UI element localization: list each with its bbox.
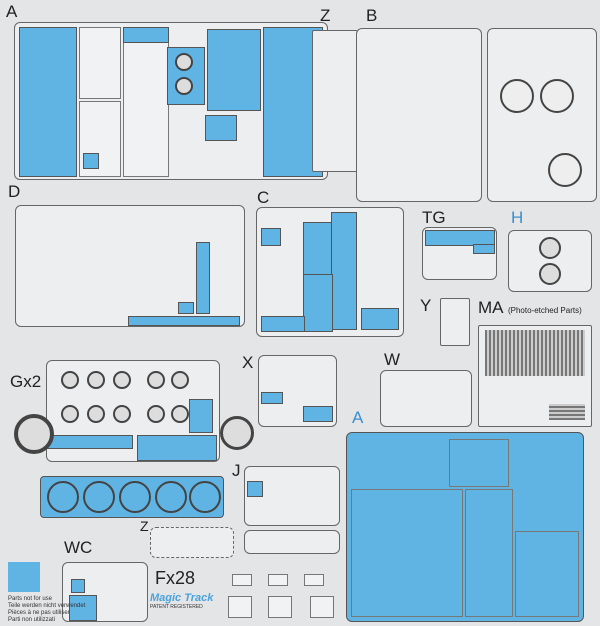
sprue-label-z-top: Z: [320, 6, 331, 25]
sprue-label-z-bottom: Z: [140, 518, 149, 534]
sprue-a: [14, 22, 328, 180]
sprue-x: [258, 355, 337, 427]
sprue-b: [356, 28, 482, 202]
sprue-label-h: H: [511, 208, 524, 227]
road-wheel-right: [220, 416, 254, 450]
sprue-label-a: A: [6, 2, 18, 21]
legend-text: Parts not for use Teile werden nicht ver…: [8, 596, 85, 624]
sprue-w: [380, 370, 472, 427]
sprue-c: [256, 207, 404, 337]
magic-track-logo: Magic Track PATENT REGISTERED: [150, 592, 213, 610]
sprue-wc: [62, 562, 148, 622]
legend-line: Pièces à ne pas utiliser: [8, 610, 70, 616]
legend-swatch: [8, 562, 40, 592]
sprue-label-b: B: [366, 6, 378, 25]
sprue-label-tg: TG: [422, 208, 446, 227]
sprue-a-blue: [346, 432, 584, 622]
sprue-label-c: C: [257, 188, 270, 207]
sprue-d: [15, 205, 245, 327]
sprue-label-x: X: [242, 353, 254, 372]
sprue-h: [508, 230, 592, 292]
sprue-label-y: Y: [420, 296, 432, 315]
sprue-label-ma: MA (Photo-etched Parts): [478, 298, 582, 318]
wheel-strip: [40, 476, 224, 518]
sprue-label-d: D: [8, 182, 21, 201]
sprue-label-a-blue: A: [352, 408, 364, 427]
sprue-g: [46, 360, 220, 462]
logo-sub: PATENT REGISTERED: [150, 604, 203, 610]
ma-note: (Photo-etched Parts): [507, 306, 582, 315]
sprue-z-top: [312, 30, 358, 172]
legend-line: Parts not for use: [8, 596, 53, 602]
sprue-b2: [487, 28, 597, 202]
ma-title: MA: [478, 298, 504, 317]
sprue-j: [244, 466, 340, 526]
logo-name: Magic Track: [150, 592, 214, 604]
legend-line: Teile werden nicht verwendet: [8, 603, 86, 609]
sprue-j2: [244, 530, 340, 554]
legend-line: Parti non utilizzati: [8, 617, 56, 623]
sprue-label-gx2: Gx2: [10, 372, 42, 391]
sprue-z-bottom: [150, 527, 234, 558]
sprue-y: [440, 298, 470, 346]
road-wheel-left: [14, 414, 54, 454]
sprue-label-j: J: [232, 461, 241, 480]
sprue-tg: [422, 227, 497, 280]
sprue-label-fx28: Fx28: [155, 568, 196, 588]
sprue-label-wc: WC: [64, 538, 93, 557]
track-link-parts: [228, 574, 336, 618]
photo-etched-fret: [478, 325, 592, 427]
sprue-label-w: W: [384, 350, 401, 369]
